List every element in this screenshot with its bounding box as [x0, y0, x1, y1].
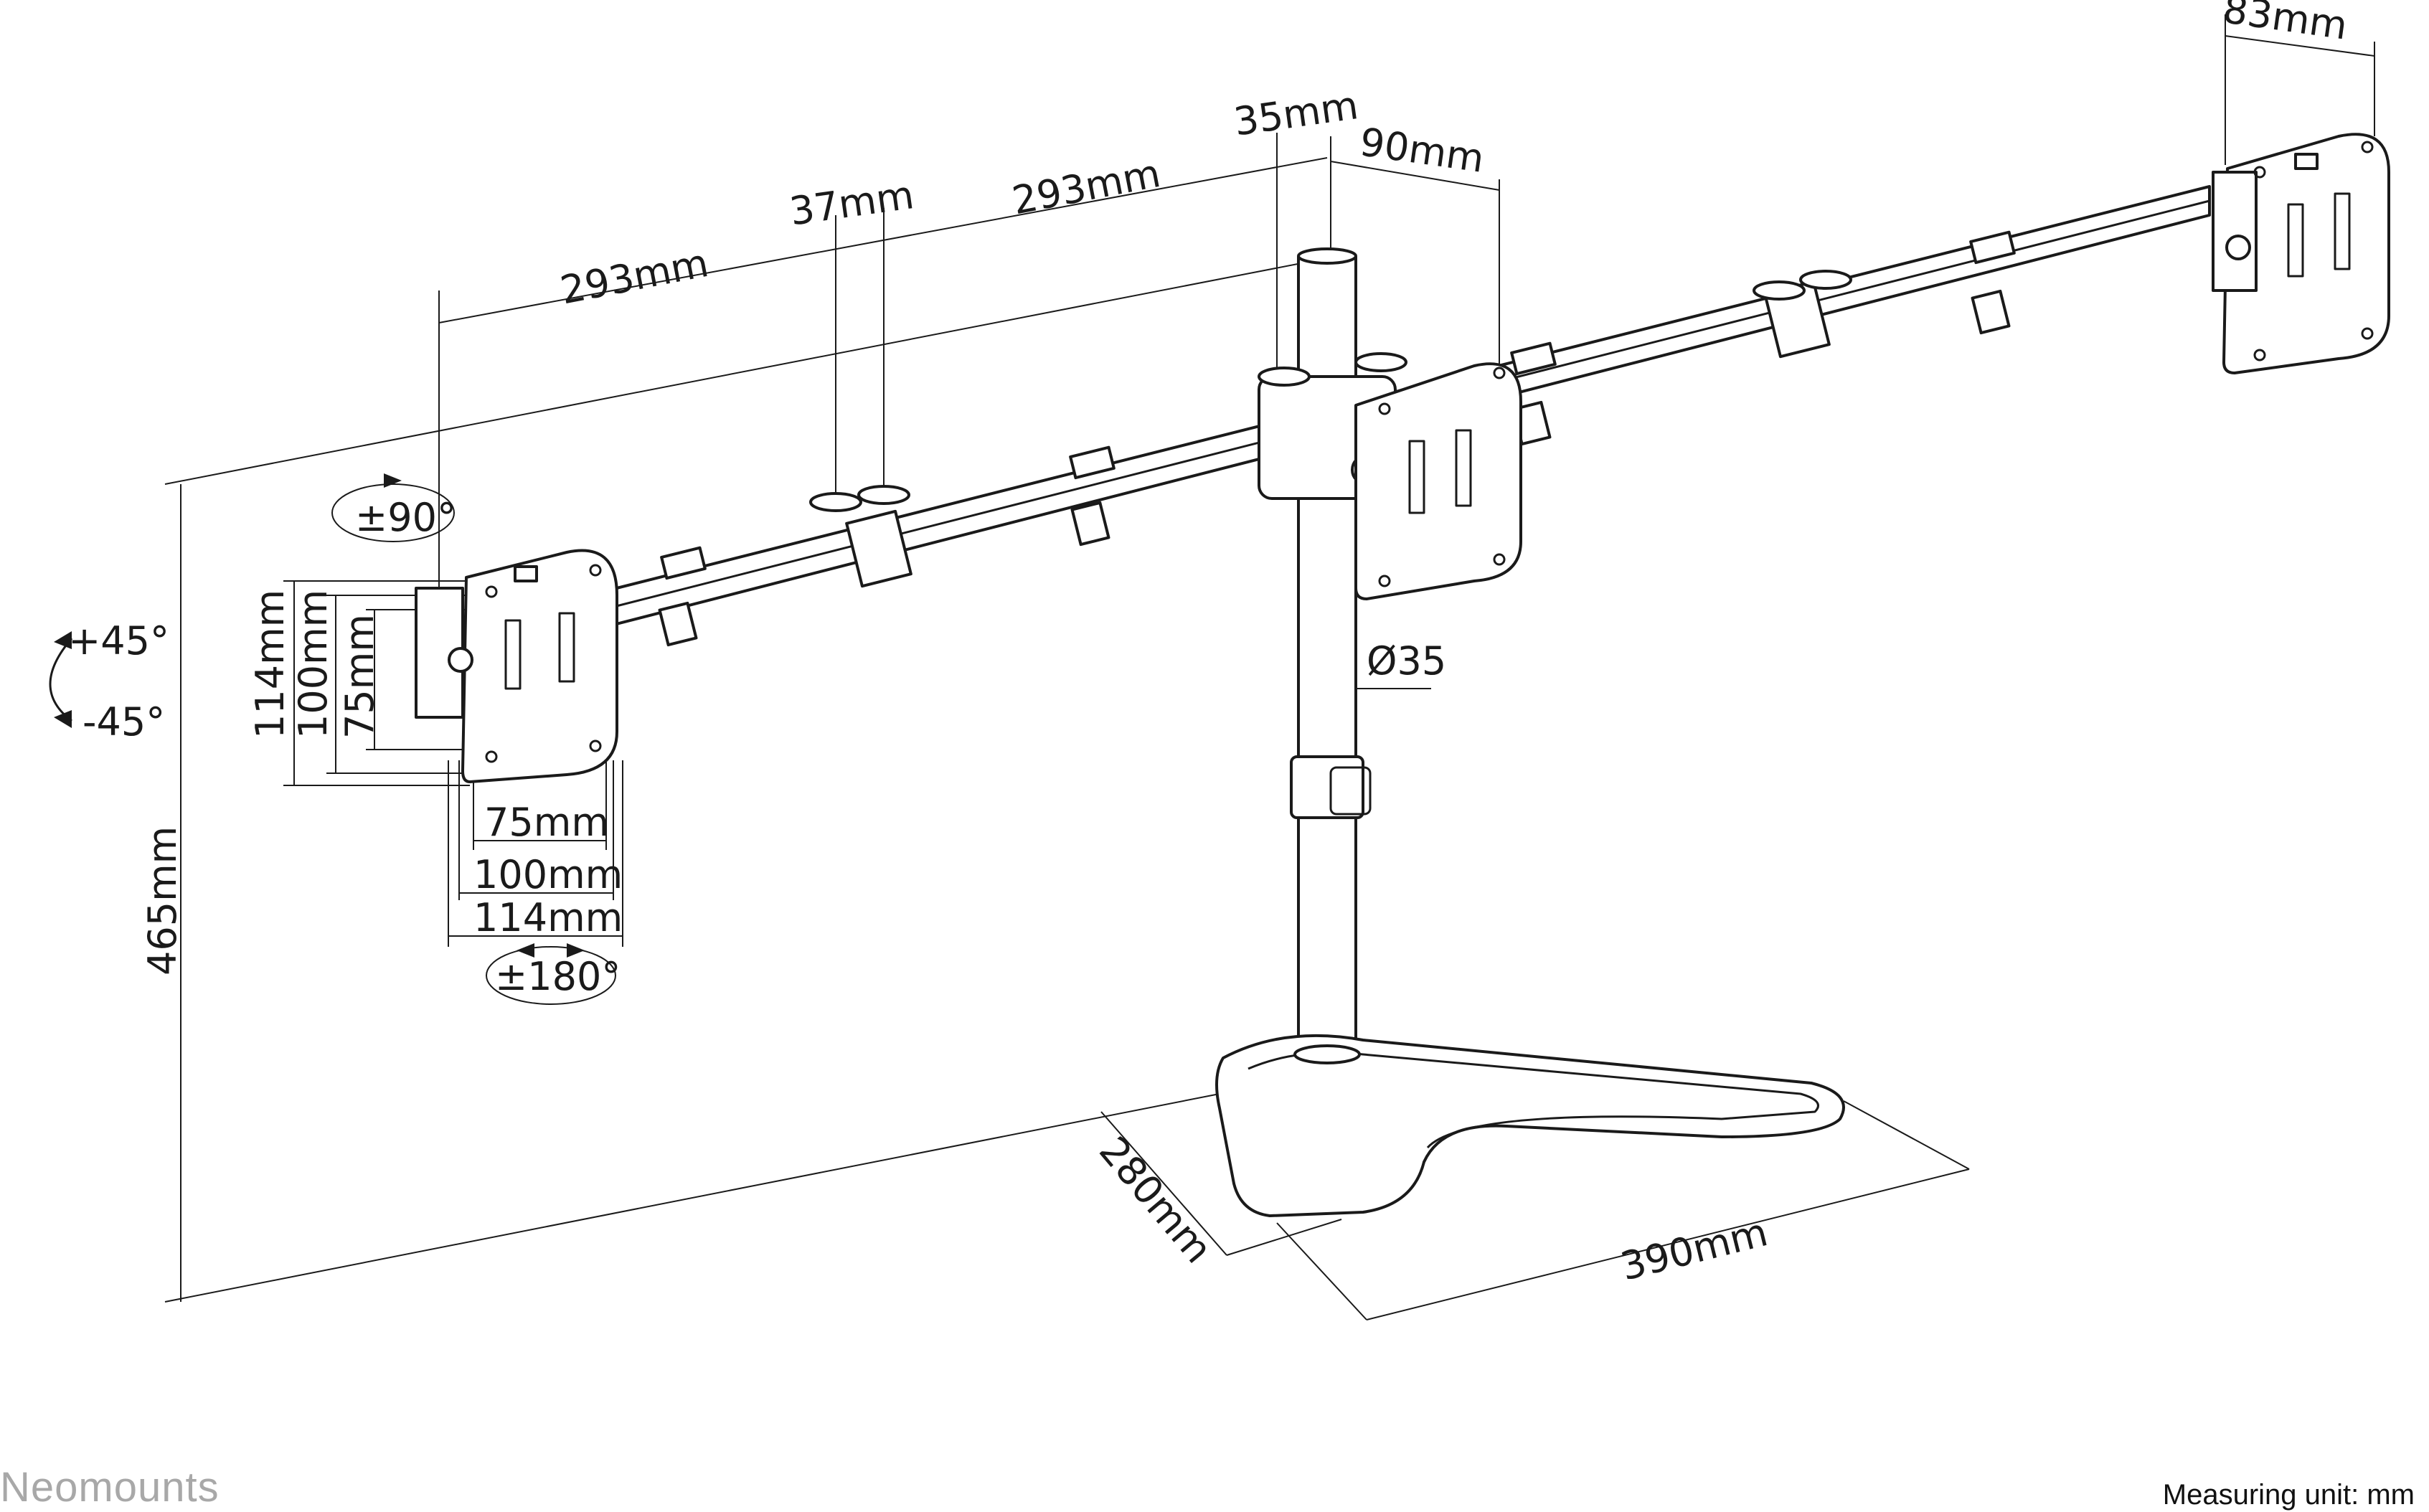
label-base-width: 390mm [1616, 1209, 1772, 1290]
label-height: 465mm [140, 826, 185, 975]
label-vesa-h-100: 100mm [473, 852, 623, 897]
label-vesa-v-114: 114mm [247, 590, 293, 739]
label-rotation: ±180° [495, 954, 621, 999]
label-arm-left: 293mm [557, 240, 712, 313]
label-vesa-v-75: 75mm [337, 614, 382, 739]
label-tilt-up: +45° [68, 618, 169, 663]
base [1215, 1034, 1845, 1217]
label-tilt-rotation: ±90° [355, 495, 456, 540]
vesa-plate-right [2212, 133, 2390, 374]
vesa-plate-left [415, 549, 618, 783]
label-tilt-down: -45° [82, 699, 165, 745]
brand-logo: Neomounts [0, 1464, 220, 1511]
label-plate-depth: 83mm [2220, 0, 2350, 49]
label-vesa-v-100: 100mm [291, 590, 336, 739]
rotation-indicators [49, 473, 616, 1005]
measuring-unit-note: Measuring unit: mm [2162, 1479, 2415, 1511]
label-pole-diameter: Ø35 [1367, 638, 1446, 684]
label-base-depth: 280mm [1090, 1128, 1221, 1272]
label-pole-offset: 90mm [1357, 119, 1487, 181]
label-pole-top: 35mm [1231, 82, 1361, 145]
label-joint: 37mm [787, 172, 917, 235]
vesa-plate-center [1354, 362, 1522, 600]
label-vesa-h-75: 75mm [484, 800, 609, 845]
label-vesa-h-114: 114mm [473, 895, 623, 940]
label-arm-right: 293mm [1009, 151, 1164, 224]
